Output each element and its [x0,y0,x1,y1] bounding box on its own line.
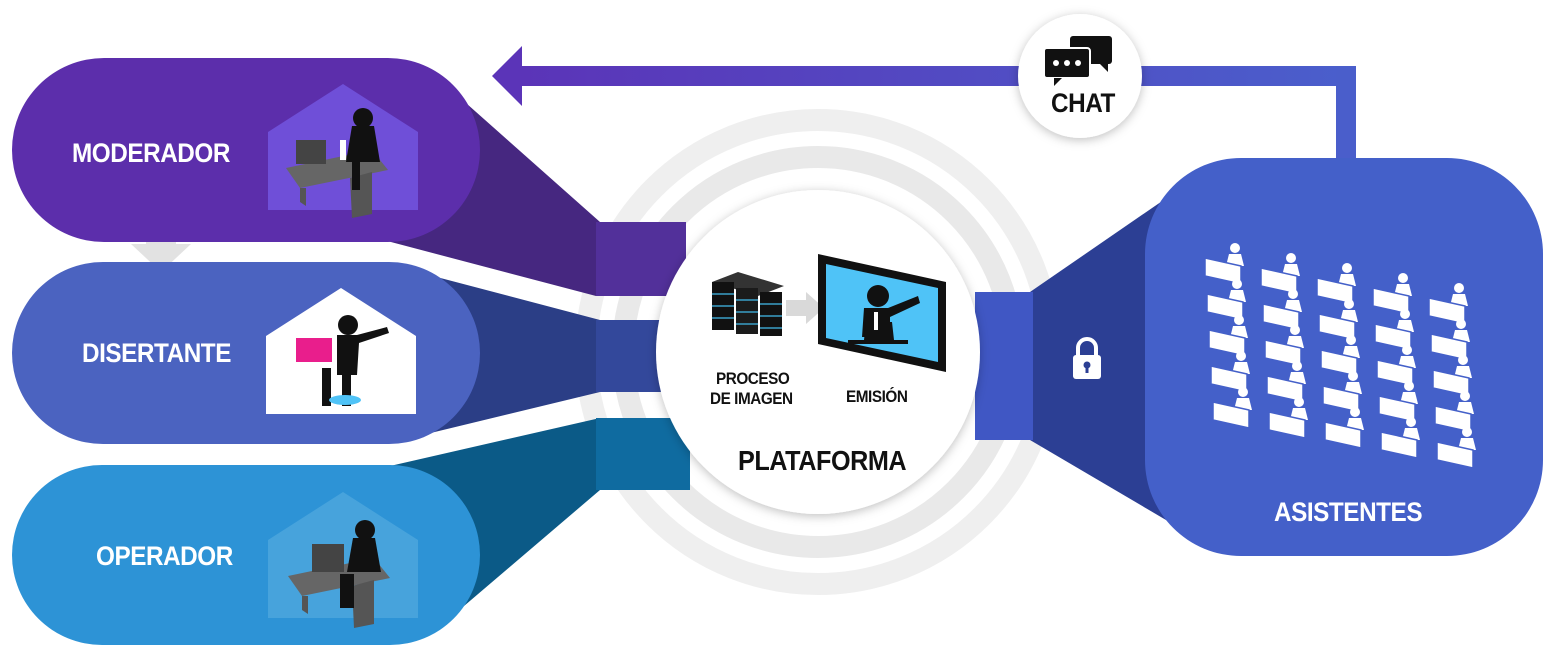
role-label-moderador: MODERADOR [72,138,230,168]
chat-label: CHAT [1051,88,1115,118]
step-label-proceso-line1: PROCESO [716,369,790,388]
moderator-desk-icon [268,84,418,218]
audience-seat [1436,427,1476,469]
audience-label: ASISTENTES [1274,497,1423,527]
presenter-connector [410,270,680,438]
audience-seat [1318,299,1358,341]
audience-seat [1268,397,1308,439]
audience-seat [1372,273,1412,315]
presentation-screen-icon [818,254,946,372]
process-arrow [786,292,824,324]
operator-desk-icon [268,492,418,628]
platform-title: PLATAFORMA [738,445,907,476]
audience-seat [1432,355,1472,397]
audience-seat [1380,417,1420,459]
audience-seat [1322,371,1362,413]
audience-seat [1260,253,1300,295]
audience-seat [1262,289,1302,331]
audience-seats-icon [1204,243,1476,469]
audience-seat [1428,283,1468,325]
feedback-arrow [492,46,1356,162]
audience-connector-bar [975,292,1033,440]
audience-seat [1266,361,1306,403]
server-rack-icon [712,272,784,336]
audience-seat [1374,309,1414,351]
moderator-connector-bar [596,222,686,296]
lock-icon [1073,337,1101,379]
operator-connector-bar [596,418,690,490]
step-label-proceso-line2: DE IMAGEN [710,389,793,408]
audience-seat [1376,345,1416,387]
platform-circle [656,190,980,514]
role-label-disertante: DISERTANTE [82,338,231,368]
audience-seat [1434,391,1474,433]
role-label-operador: OPERADOR [96,541,233,571]
audience-seat [1212,387,1252,429]
audience-seat [1324,407,1364,449]
audience-seat [1264,325,1304,367]
step-label-emision: EMISIÓN [846,387,908,406]
chat-bubbles-icon [1043,36,1112,86]
presenter-laptop-icon [266,288,416,414]
